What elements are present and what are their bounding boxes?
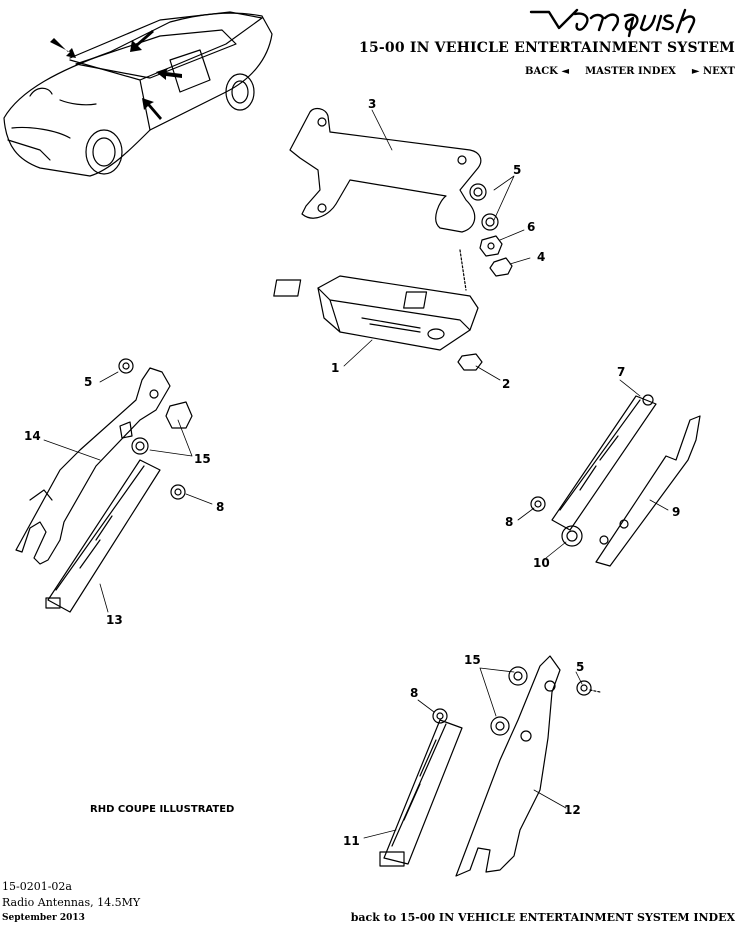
antenna-7	[551, 394, 657, 531]
callout-8: 8	[410, 686, 418, 700]
callout-1: 1	[331, 361, 339, 375]
callout-12: 12	[564, 803, 581, 817]
document-name: Radio Antennas, 14.5MY	[2, 896, 141, 909]
bracket-3	[289, 107, 482, 233]
bracket-9	[595, 415, 701, 567]
section-title: 15-00 IN VEHICLE ENTERTAINMENT SYSTEM	[359, 40, 735, 56]
document-code: 15-0201-02a	[2, 880, 72, 893]
next-label: NEXT	[703, 66, 735, 77]
back-label: BACK	[525, 66, 558, 77]
bracket-12	[455, 655, 561, 877]
vanquish-logo	[529, 8, 696, 38]
callout-5: 5	[513, 163, 521, 177]
callout-2: 2	[502, 377, 510, 391]
document-date: September 2013	[2, 913, 85, 923]
nav-bar: BACK ◄ MASTER INDEX ► NEXT	[525, 66, 735, 77]
antenna-module-1	[273, 249, 479, 351]
antenna-11	[379, 708, 463, 867]
callout-5: 5	[84, 375, 92, 389]
master-index-link[interactable]: MASTER INDEX	[585, 66, 676, 77]
back-to-index-link[interactable]: back to 15-00 IN VEHICLE ENTERTAINMENT S…	[350, 911, 735, 924]
triangle-left-icon: ◄	[561, 66, 570, 77]
callout-11: 11	[343, 834, 360, 848]
callout-15: 15	[194, 452, 211, 466]
callout-3: 3	[368, 97, 376, 111]
antenna-13	[45, 358, 193, 613]
next-link[interactable]: ► NEXT	[692, 66, 735, 77]
locator-arrows	[50, 30, 182, 120]
triangle-right-icon: ►	[691, 66, 700, 77]
callout-10: 10	[533, 556, 550, 570]
car-overview-illustration	[3, 11, 273, 177]
callout-9: 9	[672, 505, 680, 519]
hardware-bottom	[490, 666, 601, 736]
callout-15: 15	[464, 653, 481, 667]
callout-6: 6	[527, 220, 535, 234]
illustration-note: RHD COUPE ILLUSTRATED	[90, 804, 235, 815]
callout-8: 8	[216, 500, 224, 514]
callout-8: 8	[505, 515, 513, 529]
callout-7: 7	[617, 365, 625, 379]
callout-14: 14	[24, 429, 41, 443]
callout-13: 13	[106, 613, 123, 627]
callout-4: 4	[537, 250, 545, 264]
callout-5: 5	[576, 660, 584, 674]
back-link[interactable]: BACK ◄	[525, 66, 569, 77]
hardware-top	[457, 183, 513, 371]
bracket-14	[15, 367, 171, 565]
hardware-right-mid	[530, 496, 583, 547]
leader-lines	[43, 109, 669, 839]
